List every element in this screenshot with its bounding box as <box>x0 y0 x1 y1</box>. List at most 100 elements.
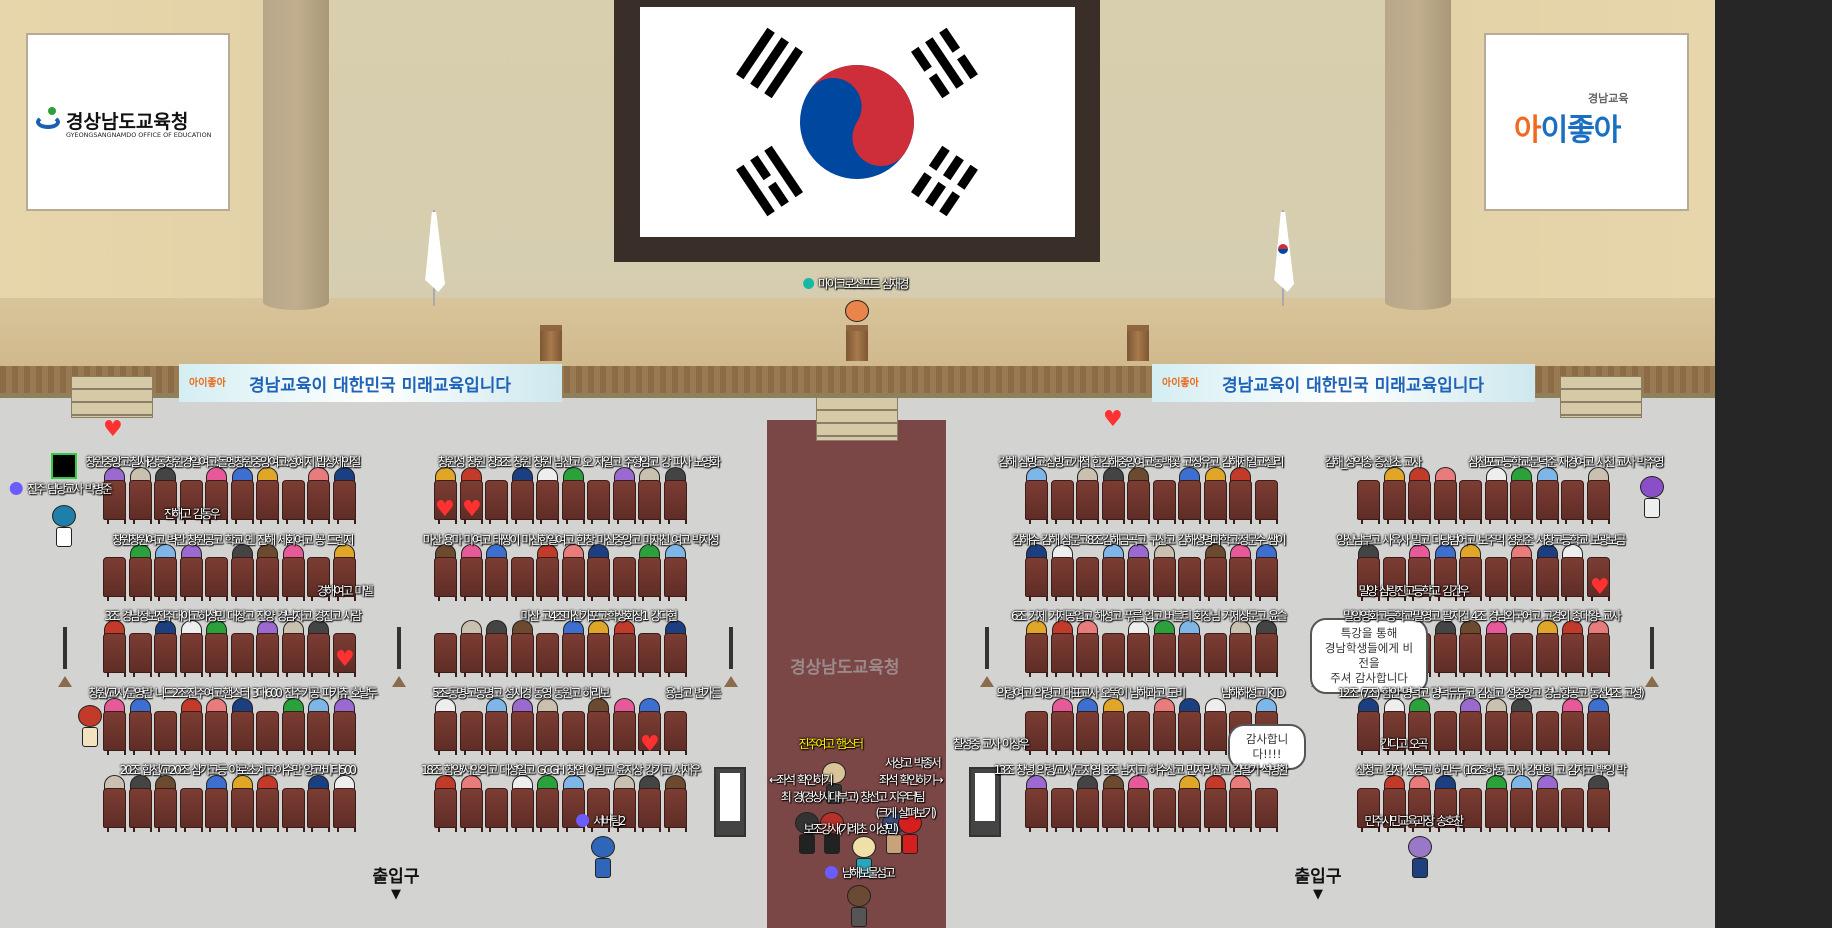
seat[interactable] <box>1152 788 1176 832</box>
seat[interactable] <box>587 633 610 677</box>
seat[interactable] <box>1586 480 1610 524</box>
seat[interactable] <box>1561 711 1584 755</box>
seat[interactable] <box>1229 480 1252 524</box>
seat[interactable] <box>485 633 508 677</box>
seat[interactable] <box>1408 480 1431 524</box>
seat[interactable] <box>1203 711 1227 755</box>
seat[interactable] <box>128 633 152 677</box>
seat[interactable] <box>663 633 687 677</box>
seat[interactable] <box>1050 557 1074 601</box>
seat[interactable] <box>1127 788 1150 832</box>
seat[interactable] <box>1510 711 1533 755</box>
seat[interactable] <box>332 711 356 755</box>
seat[interactable] <box>1510 633 1533 677</box>
seat[interactable] <box>128 788 152 832</box>
seat[interactable] <box>663 788 687 832</box>
seat[interactable] <box>1382 711 1406 755</box>
seat[interactable] <box>1152 711 1176 755</box>
avatar[interactable] <box>1408 836 1432 880</box>
seat[interactable] <box>1357 711 1380 755</box>
seat[interactable] <box>103 557 126 601</box>
seat[interactable] <box>103 480 126 524</box>
seat[interactable] <box>1203 633 1227 677</box>
seat[interactable] <box>1484 788 1508 832</box>
seat[interactable] <box>638 711 661 755</box>
seat[interactable] <box>1025 711 1048 755</box>
seat[interactable] <box>154 480 177 524</box>
seat[interactable] <box>1484 633 1508 677</box>
avatar[interactable] <box>847 885 871 928</box>
seat[interactable] <box>1459 711 1482 755</box>
exit-left[interactable]: 출입구▼ <box>372 867 420 902</box>
seat[interactable] <box>1433 788 1457 832</box>
seat[interactable] <box>1178 633 1201 677</box>
seat[interactable] <box>256 633 279 677</box>
seat[interactable] <box>1254 633 1278 677</box>
seat[interactable] <box>1229 633 1252 677</box>
seat[interactable] <box>256 711 279 755</box>
seat[interactable] <box>205 633 228 677</box>
seat[interactable] <box>561 633 585 677</box>
seat[interactable] <box>1025 633 1048 677</box>
seat[interactable] <box>1152 557 1176 601</box>
seat[interactable] <box>1586 633 1610 677</box>
seat[interactable] <box>103 633 126 677</box>
seat[interactable] <box>485 711 508 755</box>
avatar[interactable] <box>52 505 76 549</box>
seat[interactable] <box>1025 557 1048 601</box>
seat[interactable] <box>128 557 152 601</box>
seat[interactable] <box>1433 711 1457 755</box>
seat[interactable] <box>307 788 330 832</box>
seat[interactable] <box>561 557 585 601</box>
seat[interactable] <box>1076 788 1099 832</box>
minimap-icon[interactable] <box>51 453 77 479</box>
seat[interactable] <box>103 788 126 832</box>
seat[interactable] <box>332 633 356 677</box>
seat[interactable] <box>1254 788 1278 832</box>
seat[interactable] <box>485 788 508 832</box>
seat[interactable] <box>510 557 534 601</box>
seat[interactable] <box>154 788 177 832</box>
seat-check-left-link[interactable]: ←좌석 확인하기 <box>768 773 834 787</box>
seat[interactable] <box>587 480 610 524</box>
seat[interactable] <box>1535 557 1559 601</box>
seat[interactable] <box>1101 480 1125 524</box>
seat[interactable] <box>1229 788 1252 832</box>
seat[interactable] <box>663 480 687 524</box>
seat[interactable] <box>1076 711 1099 755</box>
seat[interactable] <box>1433 633 1457 677</box>
seat[interactable] <box>1254 480 1278 524</box>
seat[interactable] <box>510 788 534 832</box>
seat[interactable] <box>1561 557 1584 601</box>
seat[interactable] <box>1408 788 1431 832</box>
seat[interactable] <box>179 711 203 755</box>
seat[interactable] <box>587 557 610 601</box>
seat[interactable] <box>1127 480 1150 524</box>
seat[interactable] <box>1203 557 1227 601</box>
seat[interactable] <box>1561 633 1584 677</box>
seat[interactable] <box>1433 480 1457 524</box>
seat[interactable] <box>205 788 228 832</box>
seat[interactable] <box>1152 633 1176 677</box>
seat[interactable] <box>638 480 661 524</box>
seat[interactable] <box>434 711 457 755</box>
seat[interactable] <box>1510 480 1533 524</box>
seat[interactable] <box>459 788 483 832</box>
seat-check-right-link[interactable]: 좌석 확인하기→ <box>878 773 944 787</box>
avatar[interactable] <box>78 705 102 749</box>
seat[interactable] <box>332 480 356 524</box>
seat[interactable] <box>1484 711 1508 755</box>
seat[interactable] <box>536 633 559 677</box>
seat[interactable] <box>128 480 152 524</box>
seat-check-kiosk-right[interactable] <box>969 767 1001 837</box>
seat[interactable] <box>281 633 305 677</box>
seat[interactable] <box>205 557 228 601</box>
seat[interactable] <box>536 480 559 524</box>
seat[interactable] <box>612 633 636 677</box>
seat[interactable] <box>459 557 483 601</box>
seat[interactable] <box>536 557 559 601</box>
seat[interactable] <box>307 480 330 524</box>
seat[interactable] <box>1561 480 1584 524</box>
seat[interactable] <box>1586 788 1610 832</box>
seat[interactable] <box>485 557 508 601</box>
